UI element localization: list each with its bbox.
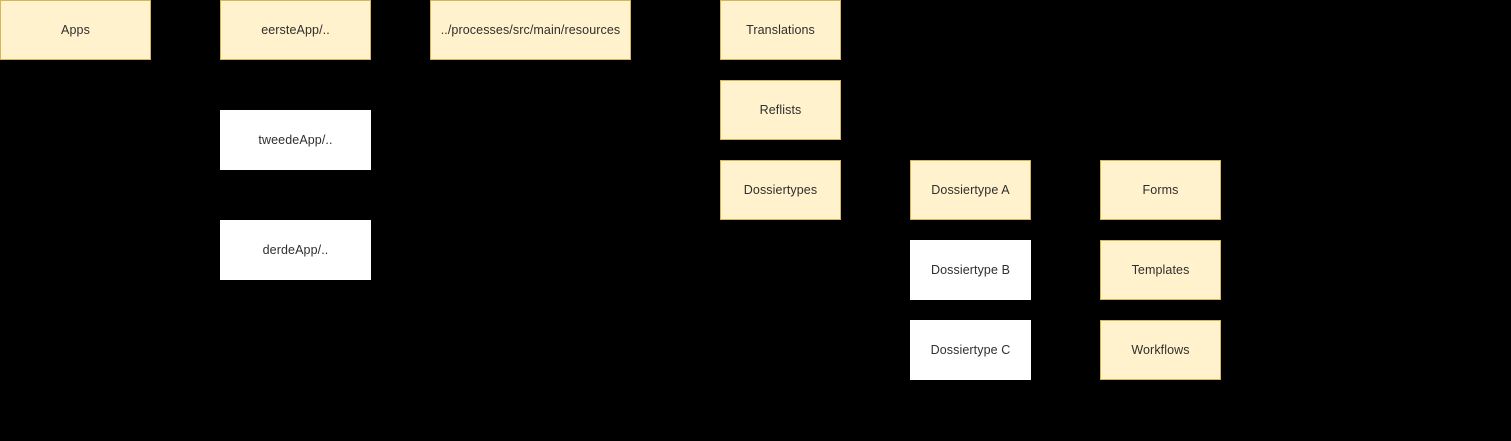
node-processes-resources[interactable]: ../processes/src/main/resources bbox=[430, 0, 631, 60]
node-workflows[interactable]: Workflows bbox=[1100, 320, 1221, 380]
node-templates[interactable]: Templates bbox=[1100, 240, 1221, 300]
node-label-tweede-app: tweedeApp/.. bbox=[258, 132, 333, 147]
node-tweede-app[interactable]: tweedeApp/.. bbox=[220, 110, 371, 170]
node-label-translations: Translations bbox=[746, 22, 815, 37]
node-label-workflows: Workflows bbox=[1131, 342, 1190, 357]
node-label-forms: Forms bbox=[1142, 182, 1179, 197]
node-label-apps: Apps bbox=[61, 22, 90, 37]
node-eerste-app[interactable]: eersteApp/.. bbox=[220, 0, 371, 60]
node-dossiertype-b[interactable]: Dossiertype B bbox=[910, 240, 1031, 300]
node-dossiertypes[interactable]: Dossiertypes bbox=[720, 160, 841, 220]
node-label-templates: Templates bbox=[1131, 262, 1190, 277]
node-label-dossiertype-a: Dossiertype A bbox=[931, 182, 1010, 197]
node-translations[interactable]: Translations bbox=[720, 0, 841, 60]
node-label-dossiertype-b: Dossiertype B bbox=[930, 262, 1011, 277]
node-label-dossiertypes: Dossiertypes bbox=[743, 182, 818, 197]
node-label-derde-app: derdeApp/.. bbox=[262, 242, 329, 257]
node-dossiertype-c[interactable]: Dossiertype C bbox=[910, 320, 1031, 380]
node-dossiertype-a[interactable]: Dossiertype A bbox=[910, 160, 1031, 220]
node-label-dossiertype-c: Dossiertype C bbox=[930, 342, 1011, 357]
node-forms[interactable]: Forms bbox=[1100, 160, 1221, 220]
node-apps[interactable]: Apps bbox=[0, 0, 151, 60]
node-derde-app[interactable]: derdeApp/.. bbox=[220, 220, 371, 280]
node-label-reflists: Reflists bbox=[759, 102, 802, 117]
node-label-processes-resources: ../processes/src/main/resources bbox=[440, 22, 621, 37]
node-reflists[interactable]: Reflists bbox=[720, 80, 841, 140]
node-label-eerste-app: eersteApp/.. bbox=[261, 22, 330, 37]
